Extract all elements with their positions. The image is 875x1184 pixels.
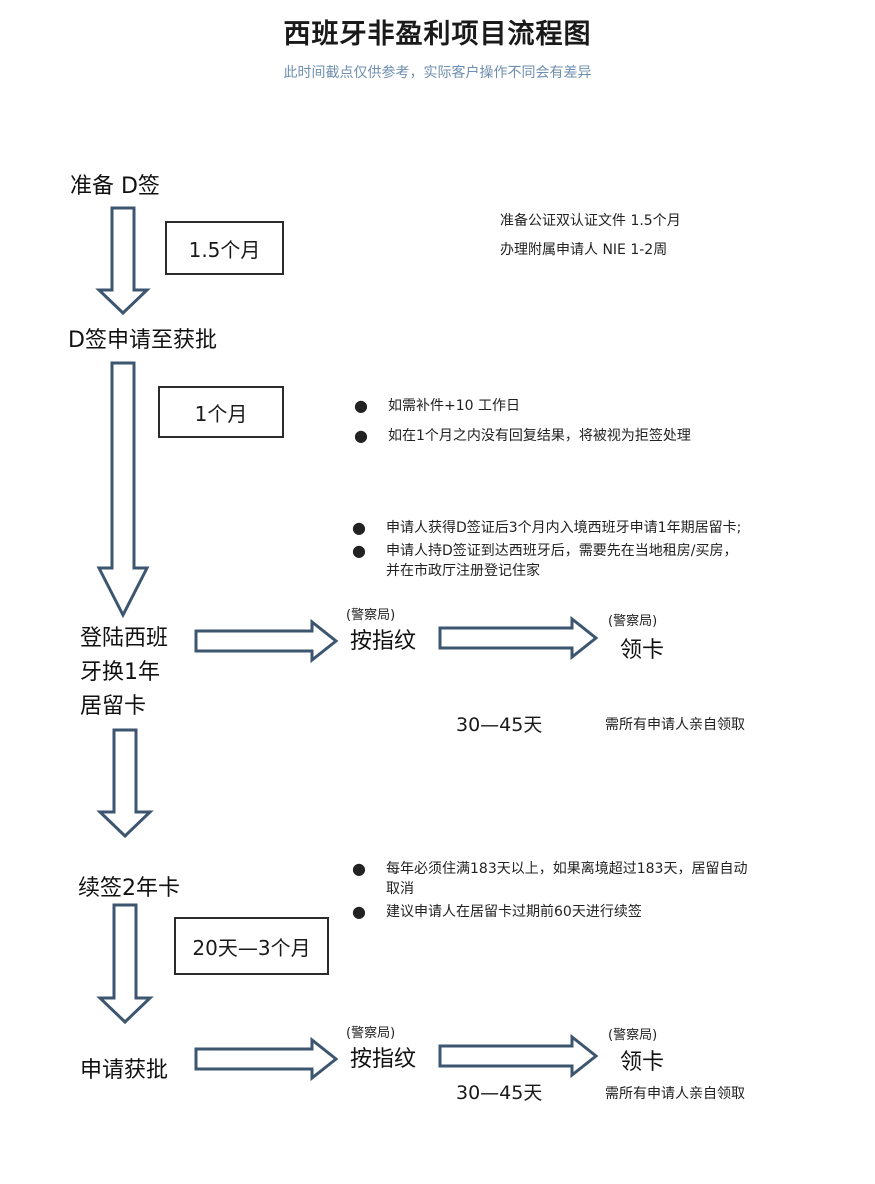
down-arrow-2 xyxy=(96,361,150,619)
page-subtitle: 此时间截点仅供参考，实际客户操作不同会有差异 xyxy=(283,65,592,81)
days-label-1: 30—45天 xyxy=(456,714,543,736)
review-bullet-1-text: 如需补件+10 工作日 xyxy=(388,398,520,414)
right-arrow-2b xyxy=(438,1033,599,1079)
right-arrow-1b xyxy=(438,615,599,661)
step-prepare-d-visa: 准备 D签 xyxy=(70,174,160,199)
review-bullet-2: ● 如在1个月之内没有回复结果，将被视为拒签处理 xyxy=(354,426,691,446)
days-label-2: 30—45天 xyxy=(456,1082,543,1104)
prep-note-1: 准备公证双认证文件 1.5个月 xyxy=(500,213,681,229)
fingerprint-label-2: 按指纹 xyxy=(350,1047,417,1072)
down-arrow-3 xyxy=(96,728,154,839)
renew-bullet-2: ● 建议申请人在居留卡过期前60天进行续签 xyxy=(352,902,642,922)
entry-bullet-1-text: 申请人获得D签证后3个月内入境西班牙申请1年期居留卡; xyxy=(386,520,742,536)
bullet-dot: ● xyxy=(352,859,366,878)
bullet-dot: ● xyxy=(354,396,368,415)
duration-box-2: 1个月 xyxy=(158,386,284,438)
duration-box-1: 1.5个月 xyxy=(165,221,284,275)
entry-bullet-2-text: 申请人持D签证到达西班牙后，需要先在当地租房/买房， xyxy=(386,543,738,559)
step-renew-card: 续签2年卡 xyxy=(78,876,180,901)
pickup-note-1: 需所有申请人亲自领取 xyxy=(605,717,745,733)
step-application-approved: 申请获批 xyxy=(80,1058,169,1083)
review-bullet-2-text: 如在1个月之内没有回复结果，将被视为拒签处理 xyxy=(388,428,691,444)
step-land-line-1: 登陆西班 xyxy=(80,626,169,651)
renew-bullet-1-text: 每年必须住满183天以上，如果离境超过183天，居留自动 xyxy=(386,861,748,877)
bullet-dot: ● xyxy=(354,426,368,445)
bullet-dot: ● xyxy=(352,902,366,921)
entry-bullet-2-cont: 并在市政厅注册登记住家 xyxy=(386,563,540,579)
down-arrow-1 xyxy=(95,206,151,316)
renew-bullet-1-cont: 取消 xyxy=(386,881,414,897)
bullet-dot: ● xyxy=(352,541,366,560)
pickup-note-2: 需所有申请人亲自领取 xyxy=(605,1086,745,1102)
prep-note-2: 办理附属申请人 NIE 1-2周 xyxy=(500,242,668,258)
card-pickup-label-2: 领卡 xyxy=(620,1050,665,1075)
step-land-line-2: 牙换1年 xyxy=(80,660,160,685)
step-land-residence-card: 登陆西班 牙换1年 居留卡 xyxy=(80,622,168,724)
down-arrow-4 xyxy=(96,903,154,1025)
right-arrow-2a xyxy=(194,1036,339,1082)
entry-bullet-2: ● 申请人持D签证到达西班牙后，需要先在当地租房/买房， xyxy=(352,541,738,561)
card-pickup-label-1: 领卡 xyxy=(620,638,665,663)
review-bullet-1: ● 如需补件+10 工作日 xyxy=(354,396,520,416)
police-label-1b: (警察局) xyxy=(608,614,658,629)
renew-bullet-1: ● 每年必须住满183天以上，如果离境超过183天，居留自动 xyxy=(352,859,747,879)
police-label-1a: (警察局) xyxy=(346,608,396,623)
right-arrow-1a xyxy=(194,618,339,664)
renew-bullet-2-text: 建议申请人在居留卡过期前60天进行续签 xyxy=(386,904,642,920)
page-title: 西班牙非盈利项目流程图 xyxy=(283,19,592,50)
step-d-visa-approved: D签申请至获批 xyxy=(68,328,217,353)
police-label-2a: (警察局) xyxy=(346,1026,396,1041)
duration-box-3: 20天—3个月 xyxy=(174,917,329,975)
fingerprint-label-1: 按指纹 xyxy=(350,629,417,654)
police-label-2b: (警察局) xyxy=(608,1028,658,1043)
entry-bullet-1: ● 申请人获得D签证后3个月内入境西班牙申请1年期居留卡; xyxy=(352,518,741,538)
step-land-line-3: 居留卡 xyxy=(80,694,147,719)
bullet-dot: ● xyxy=(352,518,366,537)
